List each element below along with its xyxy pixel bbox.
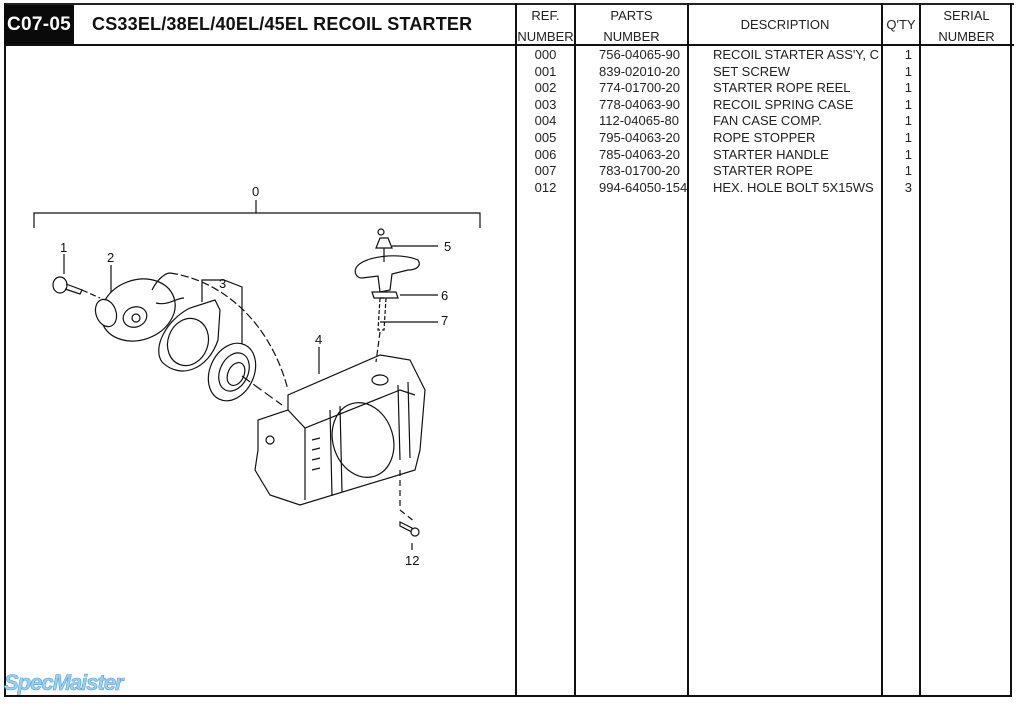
column-header-parts: PARTS NUMBER [576,5,687,47]
column-header-ref: REF. NUMBER [517,5,574,47]
ref-number-cell: 002 [534,80,557,96]
quantity-cell: 1 [904,80,912,96]
header-line: NUMBER [517,29,574,44]
watermark-logo: SpecMaister [4,670,124,696]
callout-12: 12 [405,553,419,568]
header-line: NUMBER [938,29,995,44]
description-cell: FAN CASE COMP. [713,113,822,129]
ref-number-cell: 000 [534,47,557,62]
set-screw-icon [52,276,83,295]
callout-6: 6 [441,288,448,303]
part-number-cell: 112-04065-80 [599,113,679,129]
description-cell: STARTER HANDLE [713,146,829,162]
ref-number-cell: 007 [534,163,557,179]
hex-bolt-icon [399,470,420,537]
section-code: C07-05 [4,5,74,44]
callout-3: 3 [219,276,226,291]
quantity-cell: 1 [904,146,912,162]
header-divider [4,44,1014,46]
header-line: NUMBER [603,29,660,44]
column-divider-serial [919,3,921,697]
starter-handle-icon [354,255,420,299]
description-cell: SET SCREW [713,63,791,79]
ref-number-cell: 004 [534,113,557,129]
callout-7: 7 [441,313,448,328]
ref-number-cell: 001 [534,63,557,79]
column-header-description: DESCRIPTION [740,17,830,32]
quantity-cell: 1 [904,113,912,129]
part-number-cell: 839-02010-20 [599,63,680,79]
part-number-cell: 785-04063-20 [599,146,680,162]
description-cell: STARTER ROPE [713,163,813,179]
ref-number-cell: 003 [534,96,557,112]
quantity-cell: 1 [904,130,912,145]
quantity-cell: 1 [904,63,912,79]
description-cell: RECOIL SPRING CASE [713,96,854,112]
description-cell: ROPE STOPPER [713,130,816,145]
callout-1: 1 [60,240,67,255]
spring-case-icon [158,299,257,402]
column-divider-parts [574,3,576,697]
exploded-diagram: 0 1 2 3 4 5 6 7 12 [33,184,481,568]
column-header-qty: Q'TY [886,17,916,32]
part-number-cell: 774-01700-20 [599,80,680,96]
callout-5: 5 [444,239,451,254]
starter-rope-icon [375,297,387,363]
description-cell: STARTER ROPE REEL [713,80,851,96]
ref-number-cell: 005 [534,130,557,145]
ref-number-cell: 006 [534,146,557,162]
fan-case-icon [254,354,426,506]
callout-0: 0 [252,184,259,199]
quantity-cell: 3 [904,179,912,195]
assembly-bracket [33,212,481,228]
description-cell: HEX. HOLE BOLT 5X15WS [713,179,874,195]
callout-4: 4 [315,332,322,347]
ref-number-cell: 012 [534,179,557,195]
page-frame [4,3,1012,697]
quantity-cell: 1 [904,47,912,62]
description-cell: RECOIL STARTER ASS'Y, C [713,47,879,62]
column-divider-desc [687,3,689,697]
part-number-cell: 994-64050-154 [599,179,688,195]
rope-stopper-icon [375,228,393,262]
page-title: CS33EL/38EL/40EL/45EL RECOIL STARTER [92,14,473,34]
callout-2: 2 [107,250,114,265]
header-line: SERIAL [943,8,990,23]
part-number-cell: 778-04063-90 [599,96,680,112]
quantity-cell: 1 [904,163,912,179]
top-border [4,3,1014,5]
part-number-cell: 783-01700-20 [599,163,680,179]
quantity-cell: 1 [904,96,912,112]
header-line: REF. [531,8,560,23]
part-number-cell: 756-04065-90 [599,47,680,62]
column-divider-ref [515,3,517,697]
column-divider-qty [881,3,883,697]
column-header-serial: SERIAL NUMBER [921,5,1012,47]
rope-reel-icon [94,272,185,342]
header-line: PARTS [610,8,653,23]
part-number-cell: 795-04063-20 [599,130,680,145]
